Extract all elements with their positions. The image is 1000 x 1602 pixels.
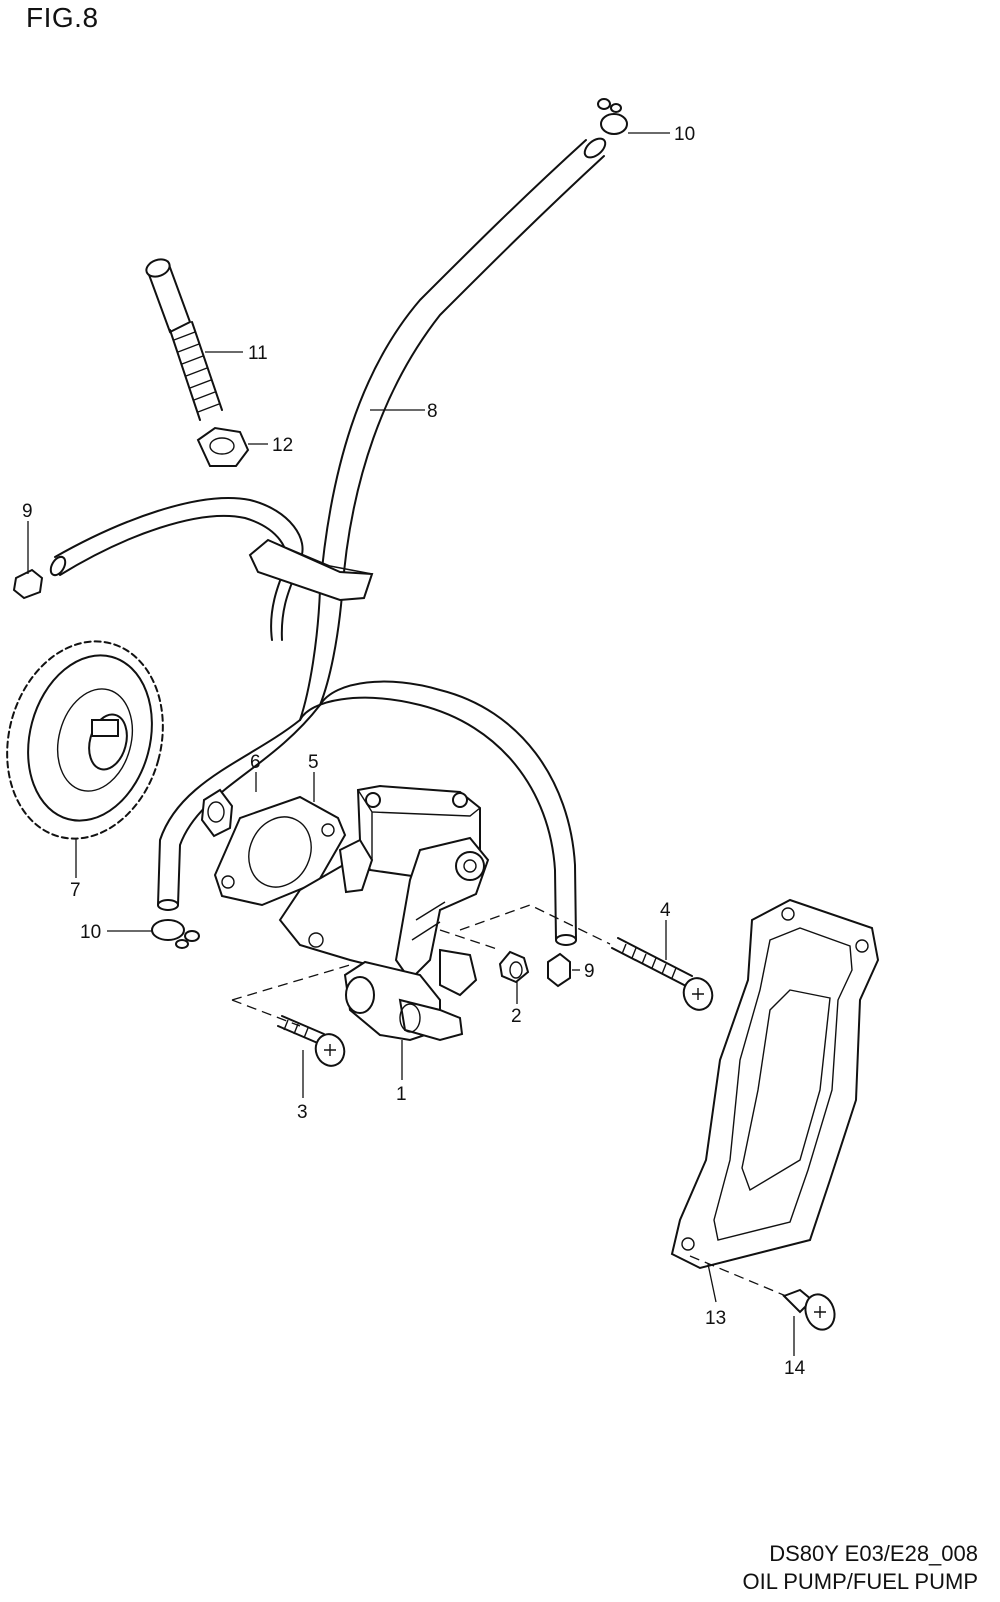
callout-labels: 10 11 12 8 9 7 10 6 5 4 2 9 3 1 13 14 bbox=[22, 124, 806, 1379]
grommet-6 bbox=[200, 788, 234, 838]
pump-gear-7 bbox=[6, 640, 164, 840]
callout-3: 3 bbox=[297, 1102, 308, 1123]
oil-hose-left bbox=[49, 497, 304, 641]
hose-clamp-10-top bbox=[597, 98, 628, 135]
cover-gasket-13 bbox=[670, 898, 880, 1270]
callout-8: 8 bbox=[427, 401, 438, 422]
hose-clamp-10-bottom bbox=[151, 919, 200, 949]
title-block: DS80Y E03/E28_008 OIL PUMP/FUEL PUMP bbox=[742, 1540, 978, 1596]
callout-10-top: 10 bbox=[674, 124, 695, 145]
cap-9-right bbox=[547, 952, 571, 988]
cap-9-left bbox=[12, 568, 44, 600]
callout-12: 12 bbox=[272, 435, 293, 456]
callout-7: 7 bbox=[70, 880, 81, 901]
screw-3 bbox=[277, 1015, 346, 1067]
assembly-guides bbox=[231, 904, 787, 1297]
callout-4: 4 bbox=[660, 900, 671, 921]
oil-hose-8 bbox=[157, 137, 607, 946]
callout-9-left: 9 bbox=[22, 501, 33, 522]
callout-13: 13 bbox=[705, 1308, 726, 1329]
callout-11: 11 bbox=[248, 343, 268, 364]
callout-10-bottom: 10 bbox=[80, 922, 101, 943]
callout-6: 6 bbox=[250, 752, 261, 773]
screw-4 bbox=[611, 937, 714, 1011]
hose-holder bbox=[248, 538, 374, 602]
adjusting-bolt-11 bbox=[145, 258, 223, 421]
screw-14 bbox=[782, 1288, 836, 1331]
callout-9-right: 9 bbox=[584, 961, 595, 982]
diagram-code: DS80Y E03/E28_008 bbox=[769, 1541, 978, 1566]
callout-14: 14 bbox=[784, 1358, 806, 1379]
callout-1: 1 bbox=[396, 1084, 407, 1105]
oil-pump-1 bbox=[278, 784, 490, 1042]
callout-5: 5 bbox=[308, 752, 319, 773]
figure-label: FIG.8 bbox=[26, 2, 99, 33]
bolt-2 bbox=[498, 950, 530, 984]
nut-12 bbox=[196, 426, 250, 467]
leader-lines bbox=[27, 132, 795, 1356]
diagram-title: OIL PUMP/FUEL PUMP bbox=[742, 1569, 978, 1594]
callout-2: 2 bbox=[511, 1006, 522, 1027]
gasket-5 bbox=[213, 795, 347, 907]
